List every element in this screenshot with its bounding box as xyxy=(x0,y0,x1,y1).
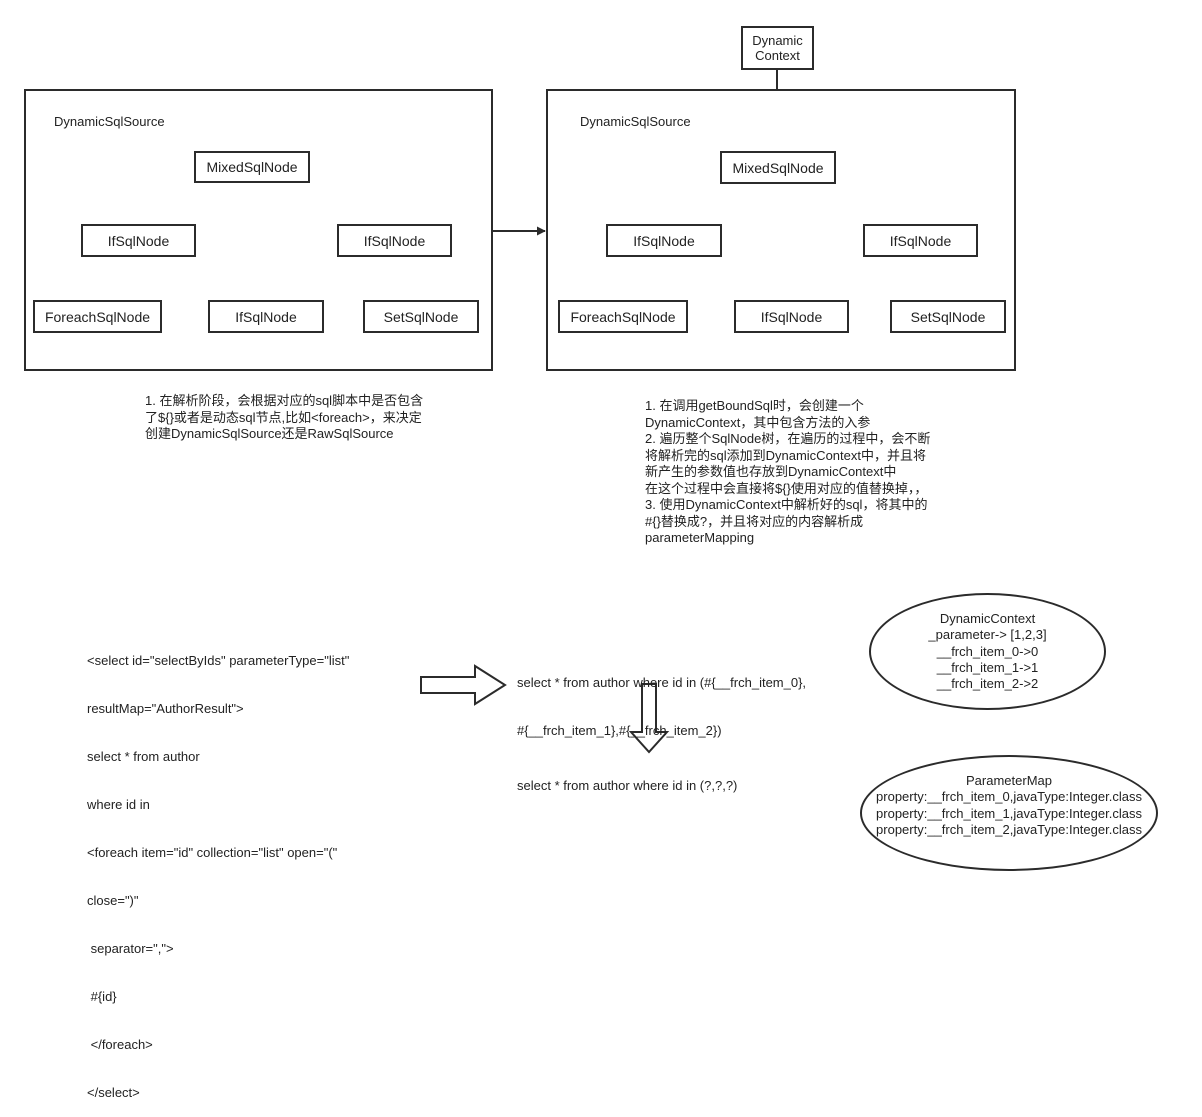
left-note: 1. 在解析阶段，会根据对应的sql脚本中是否包含 了${}或者是动态sql节点… xyxy=(145,393,423,443)
xml-code-line: select * from author xyxy=(87,749,200,764)
left-note-line: 了${}或者是动态sql节点,比如<foreach>，来决定 xyxy=(145,409,422,425)
right-note-line: 在这个过程中会直接将${}使用对应的值替换掉，， xyxy=(645,480,928,496)
ellipse-line: DynamicContext xyxy=(939,611,1036,626)
xml-code-line: </foreach> xyxy=(87,1037,153,1052)
xml-code-line: <foreach item="id" collection="list" ope… xyxy=(87,845,338,860)
hollow-arrow-right xyxy=(420,664,507,706)
left-note-line: 1. 在解析阶段，会根据对应的sql脚本中是否包含 xyxy=(145,393,424,408)
ellipse-line: __frch_item_0->0 xyxy=(936,643,1039,659)
left-foreach-sql-node: ForeachSqlNode xyxy=(33,300,162,333)
ellipse-line: property:__frch_item_1,javaType:Integer.… xyxy=(876,805,1142,821)
right-note-line: parameterMapping xyxy=(645,530,755,545)
right-note-line: 将解析完的sql添加到DynamicContext中，并且将 xyxy=(645,447,926,463)
sql-intermediate-line: #{__frch_item_1},#{__frch_item_2}) xyxy=(517,723,722,738)
xml-code-line: close=")" xyxy=(87,893,139,908)
xml-code-line: <select id="selectByIds" parameterType="… xyxy=(87,653,350,668)
context-line-1: Dynamic xyxy=(752,33,803,48)
right-note: 1. 在调用getBoundSql时，会创建一个 DynamicContext，… xyxy=(645,398,930,547)
right-note-line: 新产生的参数值也存放到DynamicContext中 xyxy=(645,464,897,479)
left-set-sql-node: SetSqlNode xyxy=(363,300,479,333)
ellipse-line: property:__frch_item_2,javaType:Integer.… xyxy=(876,821,1142,837)
dynamic-context-ellipse: DynamicContext _parameter-> [1,2,3] __fr… xyxy=(869,593,1106,710)
right-note-line: 3. 使用DynamicContext中解析好的sql，将其中的 xyxy=(645,497,928,512)
right-if-sql-node-2: IfSqlNode xyxy=(863,224,978,257)
left-frame-title: DynamicSqlSource xyxy=(54,114,165,129)
xml-select-code: <select id="selectByIds" parameterType="… xyxy=(87,621,349,1117)
left-if-sql-node-1: IfSqlNode xyxy=(81,224,196,257)
parameter-map-ellipse-text: ParameterMap property:__frch_item_0,java… xyxy=(862,773,1156,838)
xml-code-line: separator=","> xyxy=(87,941,174,956)
hollow-arrow-down xyxy=(628,683,670,754)
right-if-sql-node-1: IfSqlNode xyxy=(606,224,722,257)
ellipse-line: _parameter-> [1,2,3] xyxy=(928,627,1047,643)
xml-code-line: where id in xyxy=(87,797,150,812)
dynamic-context-box: Dynamic Context xyxy=(741,26,814,70)
sql-final: select * from author where id in (?,?,?) xyxy=(517,778,738,793)
ellipse-line: __frch_item_1->1 xyxy=(936,659,1039,675)
right-note-line: 2. 遍历整个SqlNode树，在遍历的过程中，会不断 xyxy=(645,431,931,446)
sql-intermediate-line: select * from author where id in (#{__fr… xyxy=(517,675,807,690)
right-note-line: DynamicContext，其中包含方法的入参 xyxy=(645,414,871,430)
xml-code-line: resultMap="AuthorResult"> xyxy=(87,701,244,716)
sql-intermediate: select * from author where id in (#{__fr… xyxy=(517,643,806,755)
ellipse-line: property:__frch_item_0,javaType:Integer.… xyxy=(876,789,1142,805)
right-mixed-sql-node: MixedSqlNode xyxy=(720,151,836,184)
right-note-line: 1. 在调用getBoundSql时，会创建一个 xyxy=(645,398,864,413)
right-set-sql-node: SetSqlNode xyxy=(890,300,1006,333)
ellipse-line: ParameterMap xyxy=(966,773,1052,788)
xml-code-line: </select> xyxy=(87,1085,140,1100)
right-foreach-sql-node: ForeachSqlNode xyxy=(558,300,688,333)
context-line-2: Context xyxy=(755,48,800,63)
left-if-sql-node-3: IfSqlNode xyxy=(208,300,324,333)
xml-code-line: #{id} xyxy=(87,989,117,1004)
ellipse-line: __frch_item_2->2 xyxy=(936,676,1039,692)
left-if-sql-node-2: IfSqlNode xyxy=(337,224,452,257)
parameter-map-ellipse: ParameterMap property:__frch_item_0,java… xyxy=(860,755,1158,871)
right-frame-title: DynamicSqlSource xyxy=(580,114,691,129)
right-note-line: #{}替换成?，并且将对应的内容解析成 xyxy=(645,513,864,529)
left-note-line: 创建DynamicSqlSource还是RawSqlSource xyxy=(145,426,394,441)
dynamic-context-ellipse-text: DynamicContext _parameter-> [1,2,3] __fr… xyxy=(871,611,1104,692)
left-mixed-sql-node: MixedSqlNode xyxy=(194,151,310,183)
right-if-sql-node-3: IfSqlNode xyxy=(734,300,849,333)
